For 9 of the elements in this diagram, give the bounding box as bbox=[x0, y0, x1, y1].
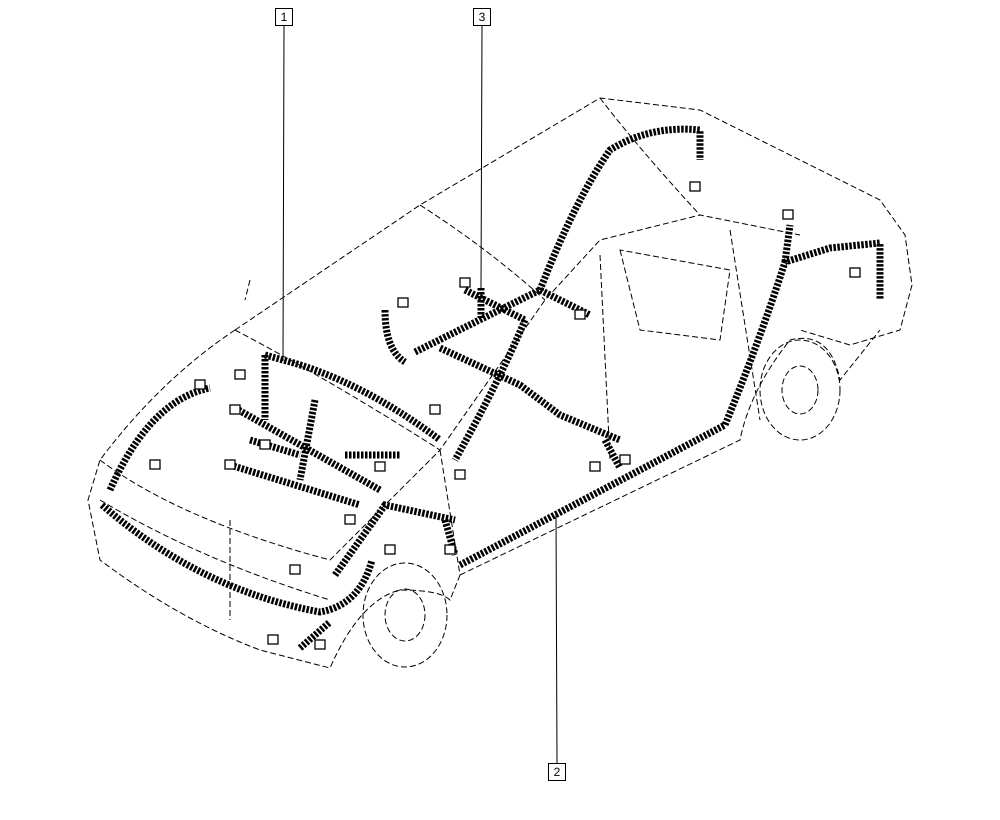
leader-line bbox=[480, 26, 482, 290]
leader-line bbox=[282, 26, 284, 362]
wiring-harness-drawing bbox=[458, 209, 884, 568]
wiring-harness-drawing bbox=[100, 352, 458, 651]
wiring-harness-drawing bbox=[382, 126, 704, 480]
callout-number: 2 bbox=[548, 763, 566, 781]
leader-line bbox=[556, 514, 558, 764]
callout-number: 3 bbox=[473, 8, 491, 26]
callout-number: 1 bbox=[275, 8, 293, 26]
